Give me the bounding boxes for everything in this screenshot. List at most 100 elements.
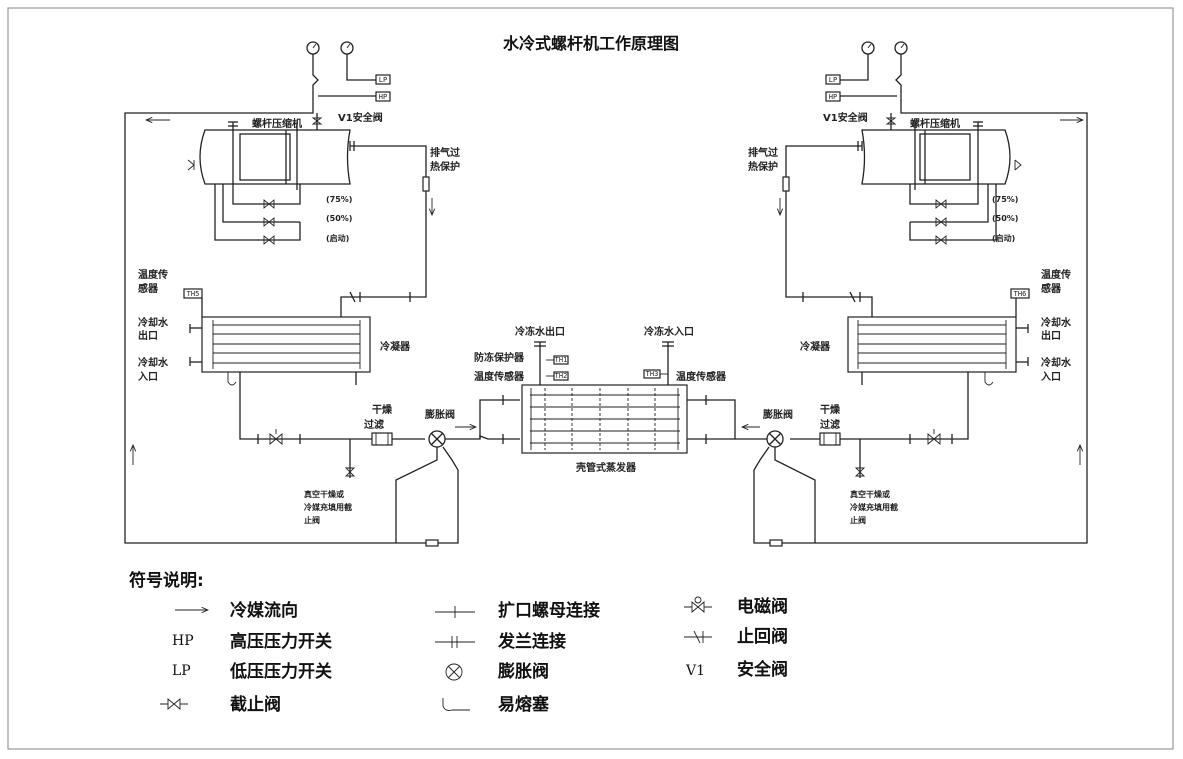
legend-v1-symbol: V1 [685,663,705,679]
left-vacuum-note-3: 止阀 [304,515,320,525]
th5-tag: TH5 [187,290,200,298]
solenoid-valve-icon [935,235,947,245]
right-discharge-label-1: 排气过 [748,146,778,159]
right-inline-temp-label: 温度传感器 [676,370,727,383]
right-load-75-label: (75%) [992,195,1018,204]
legend-hp-symbol: HP [172,633,194,649]
legend-item-hp: 高压压力开关 [230,631,332,652]
antifreeze-label: 防冻保护器 [474,351,525,364]
right-hp-tag: HP [829,93,837,101]
fusible-plug-icon [1014,159,1022,171]
solenoid-valve-icon [935,217,947,227]
stop-valve-icon [269,433,283,445]
left-temp-sensor-label-2: 感器 [138,282,159,295]
check-valve-icon [349,291,356,303]
th3-tag: TH3 [646,370,659,378]
check-valve-icon [849,291,856,303]
right-cw-in-label-2: 入口 [1041,371,1061,383]
left-drier-label-1: 干燥 [372,403,393,416]
fusible-plug-icon [442,698,470,711]
legend: 符号说明: 冷媒流向 HP 高压压力开关 LP 低压压力开关 截止阀 扩口螺母连… [129,570,788,715]
fusible-plug-icon [227,372,237,386]
legend-item-solenoid: 电磁阀 [737,596,788,617]
legend-item-flange: 发兰连接 [497,631,566,652]
left-drier-filter [371,432,393,446]
solenoid-valve-icon [935,199,947,209]
solenoid-valve-icon [684,601,712,613]
legend-item-lp: 低压压力开关 [229,661,332,682]
left-cw-in-label-2: 入口 [138,371,158,383]
legend-item-check: 止回阀 [737,626,788,647]
th6-tag: TH6 [1014,290,1027,298]
right-vacuum-note-2: 冷媒充填用截 [850,502,898,512]
left-cw-in-label-1: 冷却水 [138,356,169,369]
right-load-start-label: (启动) [992,233,1015,243]
legend-item-stop-valve: 截止阀 [230,694,281,715]
charging-valve-icon [344,467,356,477]
th1-tag: TH1 [555,356,568,364]
left-load-75-label: (75%) [326,195,352,204]
diagram-frame [7,7,1174,750]
safety-valve-icon [885,117,897,125]
left-return-line [124,112,390,544]
left-temp-sensor-label-1: 温度传 [138,268,168,281]
right-return-line [820,112,1088,544]
right-temp-sensor-label-1: 温度传 [1041,268,1071,281]
right-cw-in-label-1: 冷却水 [1041,356,1072,369]
fusible-plug-icon [984,372,994,386]
lp-tag-text: LP [379,76,387,84]
lp-switch-tag [375,74,391,85]
right-expansion-label: 膨胀阀 [763,408,793,421]
right-discharge-label-2: 热保护 [748,160,778,173]
left-compressor-shell [199,129,351,185]
right-lp-tag: LP [829,76,837,84]
left-load-start-label: (启动) [326,233,349,243]
right-cw-out-label-1: 冷却水 [1041,316,1072,329]
right-compressor-label: 螺杆压缩机 [910,117,960,130]
left-cw-out-label-2: 出口 [138,329,158,342]
left-discharge-label-1: 排气过 [430,146,460,159]
chilled-water-out-label: 冷冻水出口 [515,325,565,338]
right-cw-out-label-2: 出口 [1041,329,1061,342]
right-condenser-label: 冷凝器 [800,340,831,353]
right-load-50-label: (50%) [992,214,1018,223]
diagram-title: 水冷式螺杆机工作原理图 [503,34,679,53]
discharge-protector [422,176,430,192]
right-drier-label-1: 干燥 [820,403,841,416]
legend-item-fusible: 易熔塞 [498,694,550,715]
left-drier-label-2: 过滤 [364,418,384,431]
right-compressor-shell [861,129,1011,185]
left-condenser-label: 冷凝器 [380,340,411,353]
expansion-valve-icon [445,663,463,681]
right-vacuum-note-1: 真空干燥或 [850,489,890,499]
hp-tag-text: HP [379,93,387,101]
right-drier-filter [819,432,841,446]
left-safety-valve-label: V1安全阀 [338,111,383,124]
right-vacuum-note-3: 止阀 [850,515,866,525]
evaporator-group: 冷冻水出口 冷冻水入口 TH1 TH2 TH3 防冻保护器 温度传感器 温度传感… [474,325,727,474]
right-safety-valve-label: V1安全阀 [823,111,868,124]
solenoid-valve-icon [263,199,275,209]
fusible-plug-icon [187,159,195,171]
left-inline-temp-label: 温度传感器 [474,370,525,383]
right-drier-label-2: 过滤 [820,418,840,431]
stop-valve-icon [927,433,941,445]
solenoid-valve-icon [263,235,275,245]
hp-switch-tag [375,91,391,102]
legend-item-flare: 扩口螺母连接 [498,600,600,621]
left-compressor-label: 螺杆压缩机 [252,117,302,130]
legend-heading: 符号说明: [129,570,204,591]
left-expansion-label: 膨胀阀 [425,408,455,421]
safety-valve-icon [311,117,323,125]
left-discharge-label-2: 热保护 [430,160,460,173]
chilled-water-in-label: 冷冻水入口 [644,325,694,338]
legend-item-flow: 冷媒流向 [230,600,298,621]
left-cw-out-label-1: 冷却水 [138,316,169,329]
right-temp-sensor-label-2: 感器 [1041,282,1062,295]
legend-item-safety: 安全阀 [737,659,788,680]
legend-lp-symbol: LP [172,663,191,679]
th2-tag: TH2 [555,372,568,380]
stop-valve-icon [160,698,188,710]
legend-item-expansion: 膨胀阀 [498,661,549,682]
